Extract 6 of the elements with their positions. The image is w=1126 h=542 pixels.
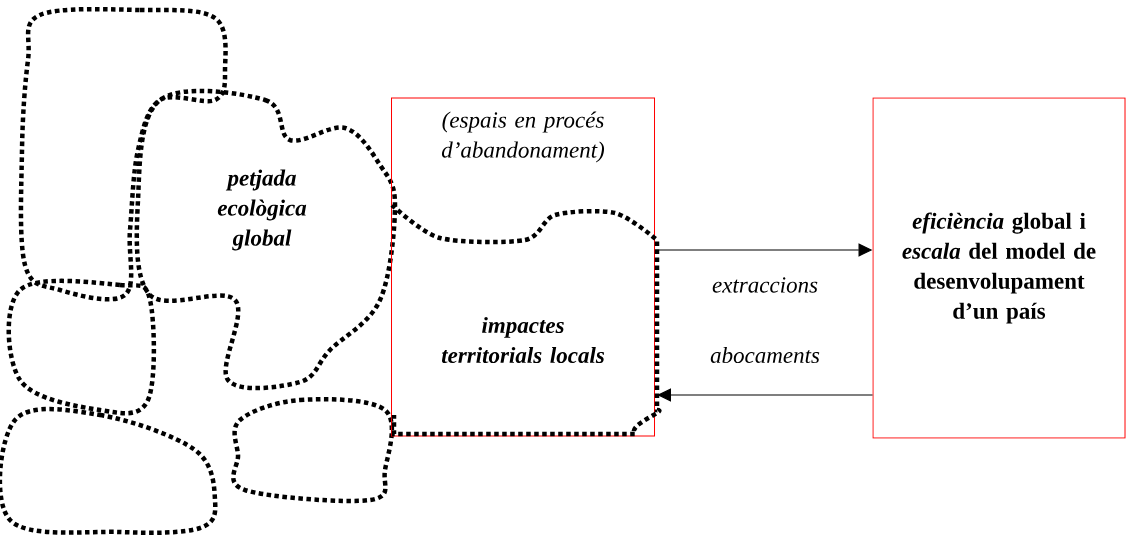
edge-label: abocaments [710, 346, 820, 364]
arrow [657, 388, 874, 402]
process-box: eficiència global i escala del model de desenvolupament d’un país [872, 97, 1126, 439]
region-label: petjada ecològica global [217, 169, 307, 251]
dotted-region: impactes territorials locals [390, 203, 661, 437]
edge-label: extraccions [712, 277, 818, 293]
